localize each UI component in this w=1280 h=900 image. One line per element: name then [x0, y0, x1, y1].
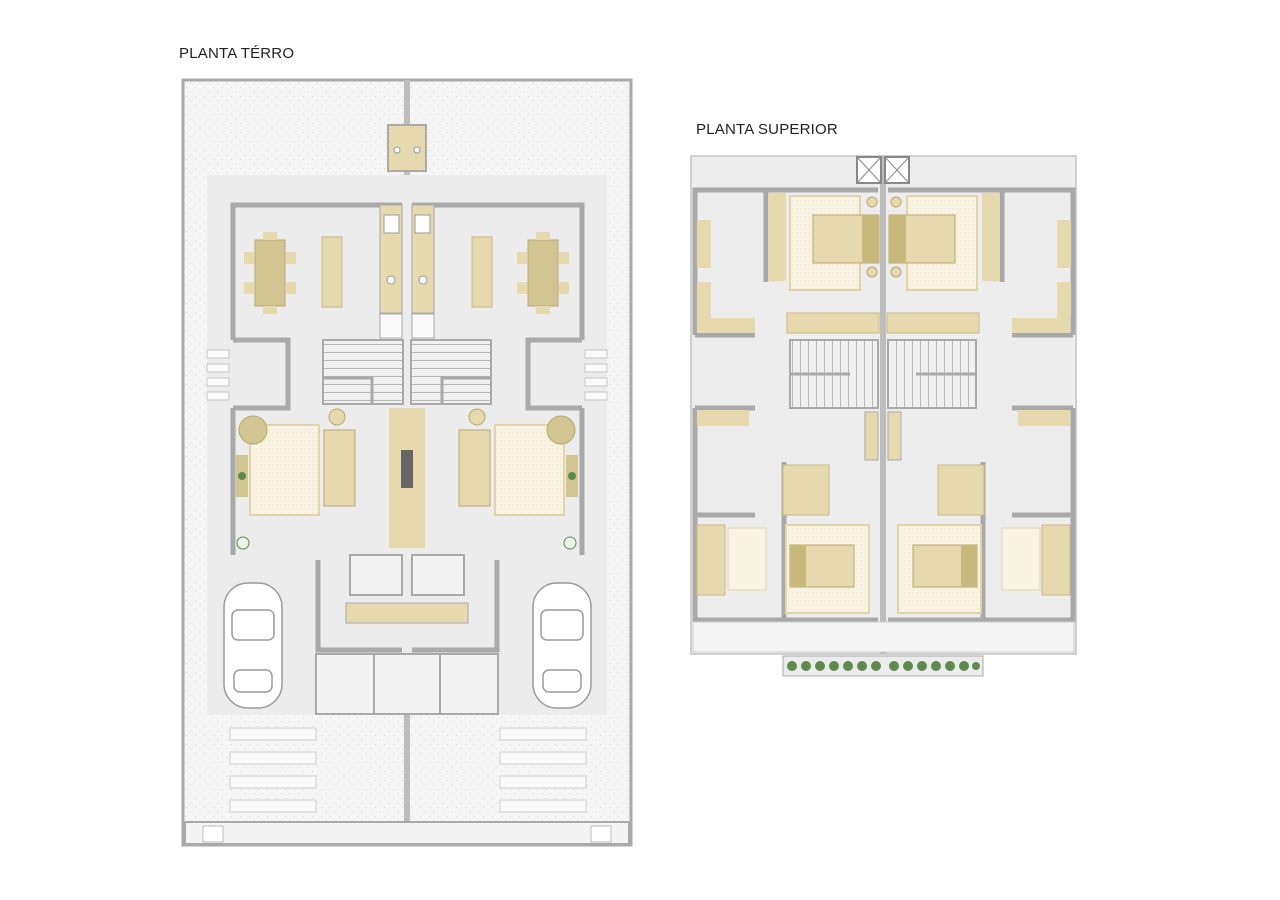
- wardrobe: [886, 312, 980, 334]
- party-wall: [880, 156, 886, 654]
- lamp-icon: [866, 266, 878, 278]
- car-right: [532, 582, 592, 709]
- service-annex: [387, 124, 427, 172]
- powder-room: [349, 554, 403, 596]
- shelf: [864, 411, 879, 461]
- desk: [697, 318, 755, 333]
- shelf: [887, 411, 902, 461]
- side-table: [328, 408, 346, 426]
- refrigerator: [411, 313, 435, 339]
- stairs: [410, 339, 492, 405]
- wardrobe: [782, 464, 830, 516]
- sofa: [458, 429, 491, 507]
- side-table: [468, 408, 486, 426]
- storage-rooms: [315, 653, 499, 715]
- plant-icon: [238, 472, 246, 480]
- dining-table-right: [517, 232, 569, 314]
- laundry-counter: [345, 602, 469, 624]
- front-gate: [184, 821, 630, 845]
- stair-rail: [440, 376, 491, 404]
- ground-floor-plan-title: PLANTA TÉRRO: [179, 45, 295, 62]
- closet: [768, 193, 786, 281]
- armchair: [238, 415, 268, 445]
- bathroom-vanity: [1057, 220, 1071, 268]
- refrigerator: [379, 313, 403, 339]
- study-rug: [1001, 527, 1041, 591]
- lamp-icon: [866, 196, 878, 208]
- upper-floor-plan-title: PLANTA SUPERIOR: [696, 121, 838, 138]
- plant-icon: [568, 472, 576, 480]
- stair-rail: [323, 376, 374, 404]
- sink-icon: [393, 146, 401, 154]
- plant-icon: [563, 536, 577, 550]
- front-door: [401, 450, 413, 488]
- bookshelf: [696, 524, 726, 596]
- powder-room: [411, 554, 465, 596]
- bookshelf: [1041, 524, 1071, 596]
- desk: [1012, 318, 1070, 333]
- bathroom-vanity: [697, 220, 711, 268]
- stairs: [322, 339, 404, 405]
- lamp-icon: [890, 196, 902, 208]
- sink-icon: [413, 146, 421, 154]
- bathroom-vanity: [697, 410, 749, 426]
- stove-icon: [414, 214, 431, 234]
- upper-floor-plan: [690, 155, 1077, 677]
- sofa: [323, 429, 356, 507]
- planter: [782, 655, 984, 677]
- wardrobe: [786, 312, 880, 334]
- closet: [982, 193, 1000, 281]
- lamp-icon: [890, 266, 902, 278]
- bathroom-vanity: [1018, 410, 1070, 426]
- study-rug: [727, 527, 767, 591]
- wardrobe: [937, 464, 985, 516]
- ground-floor-plan: [181, 78, 633, 847]
- car-left: [223, 582, 283, 709]
- sink-icon: [386, 275, 396, 285]
- stove-icon: [383, 214, 400, 234]
- balcony: [692, 621, 1075, 653]
- kitchen-island: [321, 236, 343, 308]
- kitchen-island: [471, 236, 493, 308]
- dining-table-left: [244, 232, 296, 314]
- sink-icon: [418, 275, 428, 285]
- plant-icon: [236, 536, 250, 550]
- armchair: [546, 415, 576, 445]
